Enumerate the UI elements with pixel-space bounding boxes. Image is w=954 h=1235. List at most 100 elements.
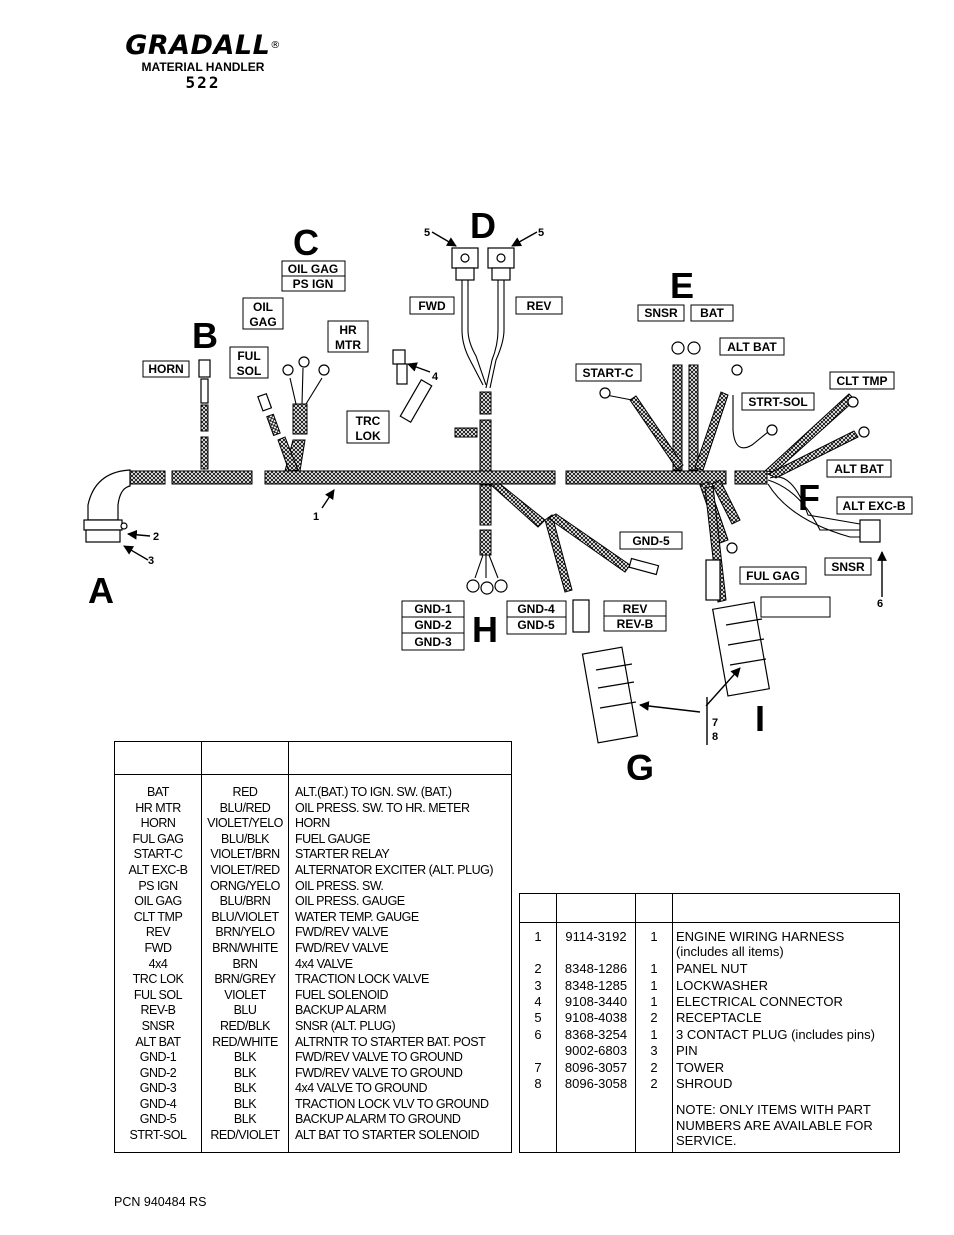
label-snsr-e: SNSR <box>644 306 678 320</box>
wire-color: BLU/BRN <box>201 894 289 910</box>
label-ful-sol-1: FUL <box>237 349 260 363</box>
section-letters: A B C D E F G H I <box>88 205 820 780</box>
label-hr-2: MTR <box>335 338 361 352</box>
wire-name: 4x4 <box>114 956 202 973</box>
callout-4: 4 <box>432 371 439 383</box>
label-trc-1: TRC <box>356 414 381 428</box>
wire-color: RED/WHITE <box>201 1034 289 1051</box>
item-number: 1 <box>519 928 557 962</box>
wire-name: REV-B <box>114 1003 202 1019</box>
section-i: I <box>755 698 765 739</box>
part-number: 8368-3254 <box>556 1026 636 1044</box>
wire-function: 4x4 VALVE <box>288 956 512 973</box>
logo-subtitle: MATERIAL HANDLER <box>141 60 265 74</box>
label-clt-tmp: CLT TMP <box>836 374 887 388</box>
wire-function: FUEL GAUGE <box>288 831 512 848</box>
wire-name: GND-4 <box>114 1096 202 1113</box>
item-number <box>519 1043 557 1060</box>
wire-function: SNSR (ALT. PLUG) <box>288 1018 512 1035</box>
parts-col-4 <box>672 893 900 923</box>
label-alt-bat-f: ALT BAT <box>834 462 884 476</box>
part-number: 8096-3057 <box>556 1059 636 1076</box>
wire-function: OIL PRESS. GAUGE <box>288 894 512 910</box>
quantity: 2 <box>635 1059 673 1076</box>
description: ENGINE WIRING HARNESS (includes all item… <box>672 928 900 962</box>
quantity: 1 <box>635 1026 673 1044</box>
wire-function: FWD/REV VALVE TO GROUND <box>288 1065 512 1082</box>
part-number: 9114-3192 <box>556 928 636 962</box>
wire-color: BRN/WHITE <box>201 940 289 957</box>
wire-function: FWD/REV VALVE <box>288 925 512 941</box>
callout-arrows <box>123 231 887 713</box>
parts-note: NOTE: ONLY ITEMS WITH PART NUMBERS ARE A… <box>672 1092 900 1152</box>
wire-color: VIOLET <box>201 987 289 1004</box>
callout-numbers: 1 2 3 4 5 5 6 7 8 <box>148 227 883 743</box>
brand-name: GRADALL® <box>125 30 281 61</box>
wires <box>289 278 861 579</box>
label-oil-gag-c: OIL GAG <box>288 262 338 276</box>
label-trc-2: LOK <box>355 429 381 443</box>
wire-name: ALT EXC-B <box>114 862 202 879</box>
wire-color: BRN/GREY <box>201 972 289 988</box>
wire-name: HORN <box>114 816 202 832</box>
wire-color: RED/BLK <box>201 1018 289 1035</box>
callout-6: 6 <box>877 598 883 610</box>
wire-name: FUL GAG <box>114 831 202 848</box>
wire-name: GND-2 <box>114 1065 202 1082</box>
wire-function: OIL PRESS. SW. <box>288 878 512 895</box>
label-gnd2: GND-2 <box>414 618 452 632</box>
quantity: 1 <box>635 961 673 978</box>
wire-function: BACKUP ALARM TO GROUND <box>288 1112 512 1129</box>
label-strt-sol: STRT-SOL <box>748 395 807 409</box>
section-c: C <box>293 222 319 263</box>
wire-name: PS IGN <box>114 878 202 895</box>
callout-2: 2 <box>153 531 159 543</box>
label-rev-g: REV <box>623 602 648 616</box>
wire-name: GND-3 <box>114 1081 202 1097</box>
wire-name: GND-1 <box>114 1050 202 1066</box>
harness-trunk <box>129 364 859 603</box>
item-number: 8 <box>519 1075 557 1093</box>
wire-function: TRACTION LOCK VALVE <box>288 972 512 988</box>
part-number: 8348-1285 <box>556 977 636 994</box>
wire-function: BACKUP ALARM <box>288 1003 512 1019</box>
item-number: 5 <box>519 1010 557 1027</box>
callout-8: 8 <box>712 731 718 743</box>
wire-name: BAT <box>114 785 202 801</box>
wire-function: OIL PRESS. SW. TO HR. METER <box>288 800 512 817</box>
label-blank-box <box>760 596 831 618</box>
label-gnd4: GND-4 <box>517 602 555 616</box>
wire-col-2 <box>201 741 289 775</box>
label-oil-gag-2: GAG <box>249 315 276 329</box>
wire-color: RED <box>201 785 289 801</box>
item-number: 2 <box>519 961 557 978</box>
label-rev: REV <box>527 299 552 313</box>
wire-function: ALTRNTR TO STARTER BAT. POST <box>288 1034 512 1051</box>
wire-color: VIOLET/YELO <box>201 816 289 832</box>
wire-color: VIOLET/BRN <box>201 847 289 863</box>
wire-function: 4x4 VALVE TO GROUND <box>288 1081 512 1097</box>
wire-name: GND-5 <box>114 1112 202 1129</box>
wire-color: ORNG/YELO <box>201 878 289 895</box>
label-ful-sol-2: SOL <box>237 364 262 378</box>
label-fwd: FWD <box>418 299 446 313</box>
label-gnd3: GND-3 <box>414 635 452 649</box>
description: SHROUD <box>672 1075 900 1093</box>
connectors <box>83 247 881 744</box>
parts-col-3 <box>635 893 673 923</box>
wire-function: FWD/REV VALVE <box>288 940 512 957</box>
wire-color: BRN <box>201 956 289 973</box>
part-number: 9002-6803 <box>556 1043 636 1060</box>
item-number: 4 <box>519 994 557 1011</box>
